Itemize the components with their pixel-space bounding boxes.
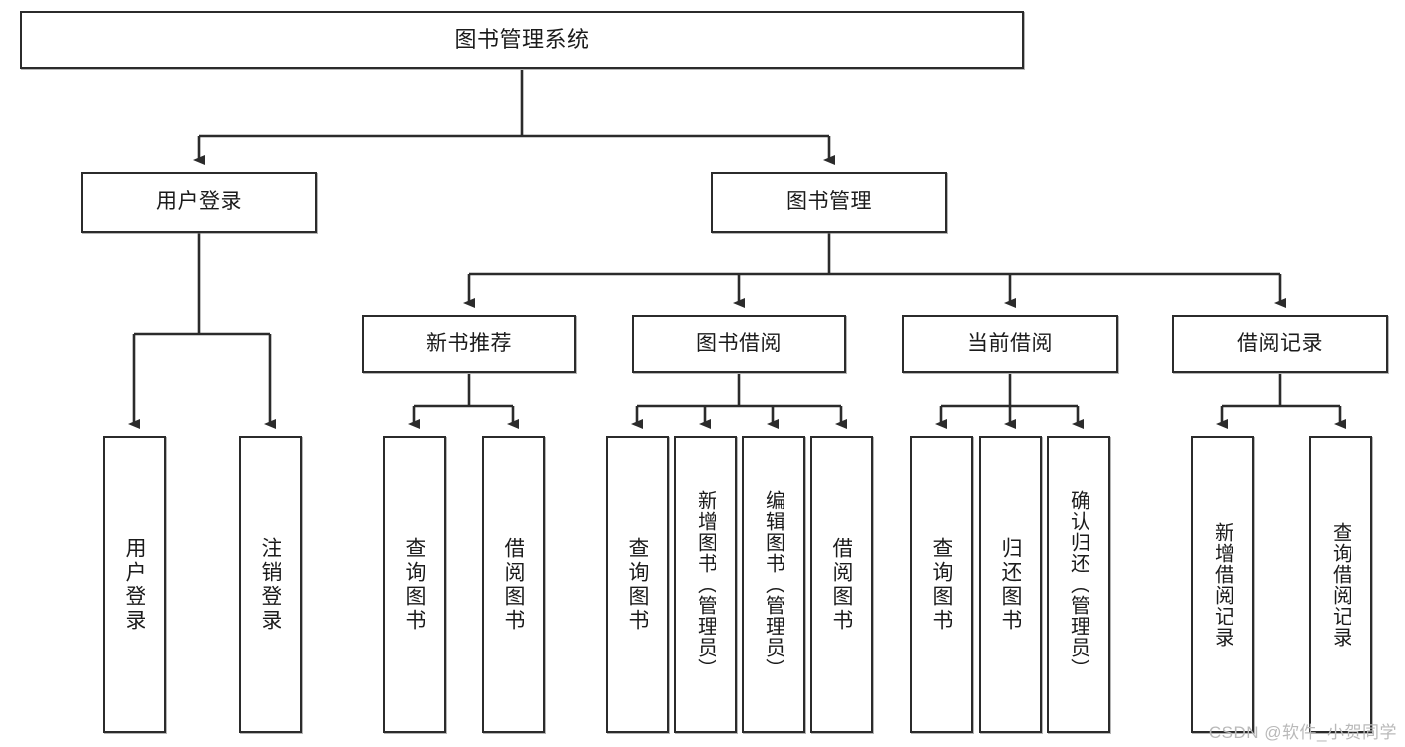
node-borrow-record-label: 借阅记录 (1237, 331, 1323, 355)
leaf-return-book[interactable]: 归还图书 (979, 436, 1042, 733)
leaf-borrow-book-1[interactable]: 借阅图书 (482, 436, 545, 733)
node-borrow-record[interactable]: 借阅记录 (1172, 315, 1388, 373)
node-user-login-label: 用户登录 (156, 190, 242, 214)
leaf-query-book-3-label: 查询图书 (931, 536, 952, 633)
leaf-return-book-label: 归还图书 (1000, 536, 1021, 633)
leaf-edit-book-label: 编辑图书（管理员） (763, 490, 784, 679)
leaf-confirm-return[interactable]: 确认归还（管理员） (1047, 436, 1110, 733)
leaf-query-book-1-label: 查询图书 (404, 536, 425, 633)
leaf-borrow-book-2-label: 借阅图书 (831, 536, 852, 633)
leaf-borrow-book-1-label: 借阅图书 (503, 536, 524, 633)
leaf-add-book[interactable]: 新增图书（管理员） (674, 436, 737, 733)
node-new-book-rec-label: 新书推荐 (426, 331, 512, 355)
leaf-add-book-label: 新增图书（管理员） (695, 490, 716, 679)
leaf-borrow-book-2[interactable]: 借阅图书 (810, 436, 873, 733)
node-new-book-rec[interactable]: 新书推荐 (362, 315, 576, 373)
node-current-borrow-label: 当前借阅 (967, 331, 1053, 355)
leaf-query-record-label: 查询借阅记录 (1330, 521, 1351, 648)
leaf-add-record[interactable]: 新增借阅记录 (1191, 436, 1254, 733)
leaf-user-login-label: 用户登录 (124, 536, 145, 633)
node-book-manage[interactable]: 图书管理 (711, 172, 947, 233)
node-book-borrow-label: 图书借阅 (696, 331, 782, 355)
leaf-query-record[interactable]: 查询借阅记录 (1309, 436, 1372, 733)
leaf-user-login[interactable]: 用户登录 (103, 436, 166, 733)
leaf-query-book-3[interactable]: 查询图书 (910, 436, 973, 733)
leaf-user-logout-label: 注销登录 (260, 536, 281, 633)
node-book-borrow[interactable]: 图书借阅 (632, 315, 846, 373)
leaf-query-book-1[interactable]: 查询图书 (383, 436, 446, 733)
node-root[interactable]: 图书管理系统 (20, 11, 1024, 69)
leaf-query-book-2[interactable]: 查询图书 (606, 436, 669, 733)
csdn-watermark: CSDN @软件_小贺同学 (1208, 723, 1397, 742)
node-book-manage-label: 图书管理 (786, 190, 872, 214)
leaf-add-record-label: 新增借阅记录 (1212, 521, 1233, 648)
leaf-confirm-return-label: 确认归还（管理员） (1068, 490, 1089, 679)
node-root-label: 图书管理系统 (454, 27, 590, 53)
leaf-edit-book[interactable]: 编辑图书（管理员） (742, 436, 805, 733)
leaf-query-book-2-label: 查询图书 (627, 536, 648, 633)
leaf-user-logout[interactable]: 注销登录 (239, 436, 302, 733)
node-current-borrow[interactable]: 当前借阅 (902, 315, 1118, 373)
node-user-login[interactable]: 用户登录 (81, 172, 317, 233)
